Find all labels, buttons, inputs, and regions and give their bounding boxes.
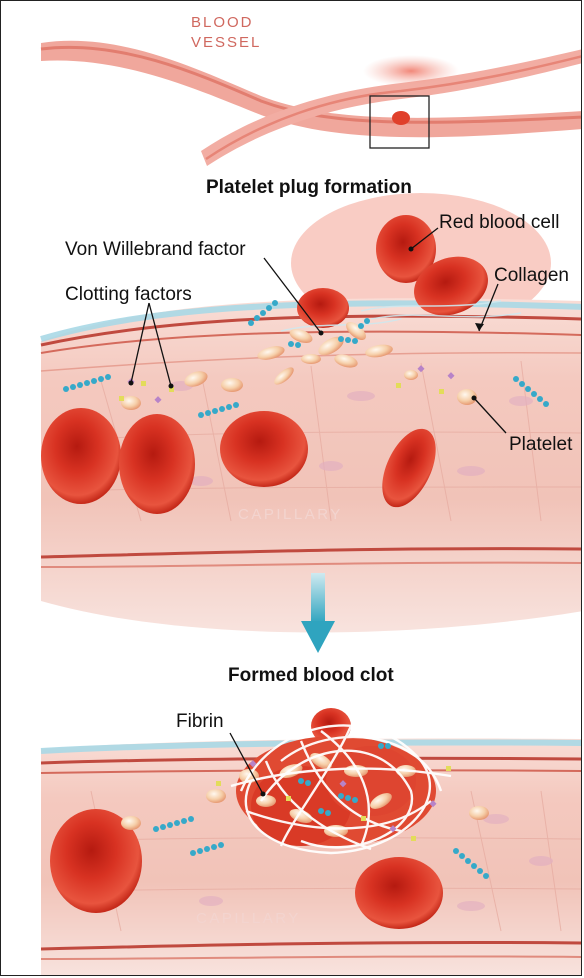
fibrin-label: Fibrin: [176, 712, 224, 731]
collagen-label: Collagen: [494, 266, 569, 285]
von-willebrand-label: Von Willebrand factor: [65, 240, 246, 259]
clotting-factors-label: Clotting factors: [65, 285, 192, 304]
red-blood-cell-label: Red blood cell: [439, 213, 559, 232]
capillary-label-1: CAPILLARY: [238, 507, 343, 522]
blood-vessel-label-line1: BLOOD: [191, 15, 254, 30]
capillary-panel-2: [41, 708, 582, 976]
panel1-title: Platelet plug formation: [206, 178, 412, 197]
panel2-title: Formed blood clot: [228, 666, 394, 685]
blood-vessel-label-line2: VESSEL: [191, 35, 261, 50]
capillary-label-2: CAPILLARY: [196, 911, 301, 926]
platelet-label: Platelet: [509, 435, 572, 454]
blood-vessel-illustration: [41, 41, 582, 166]
